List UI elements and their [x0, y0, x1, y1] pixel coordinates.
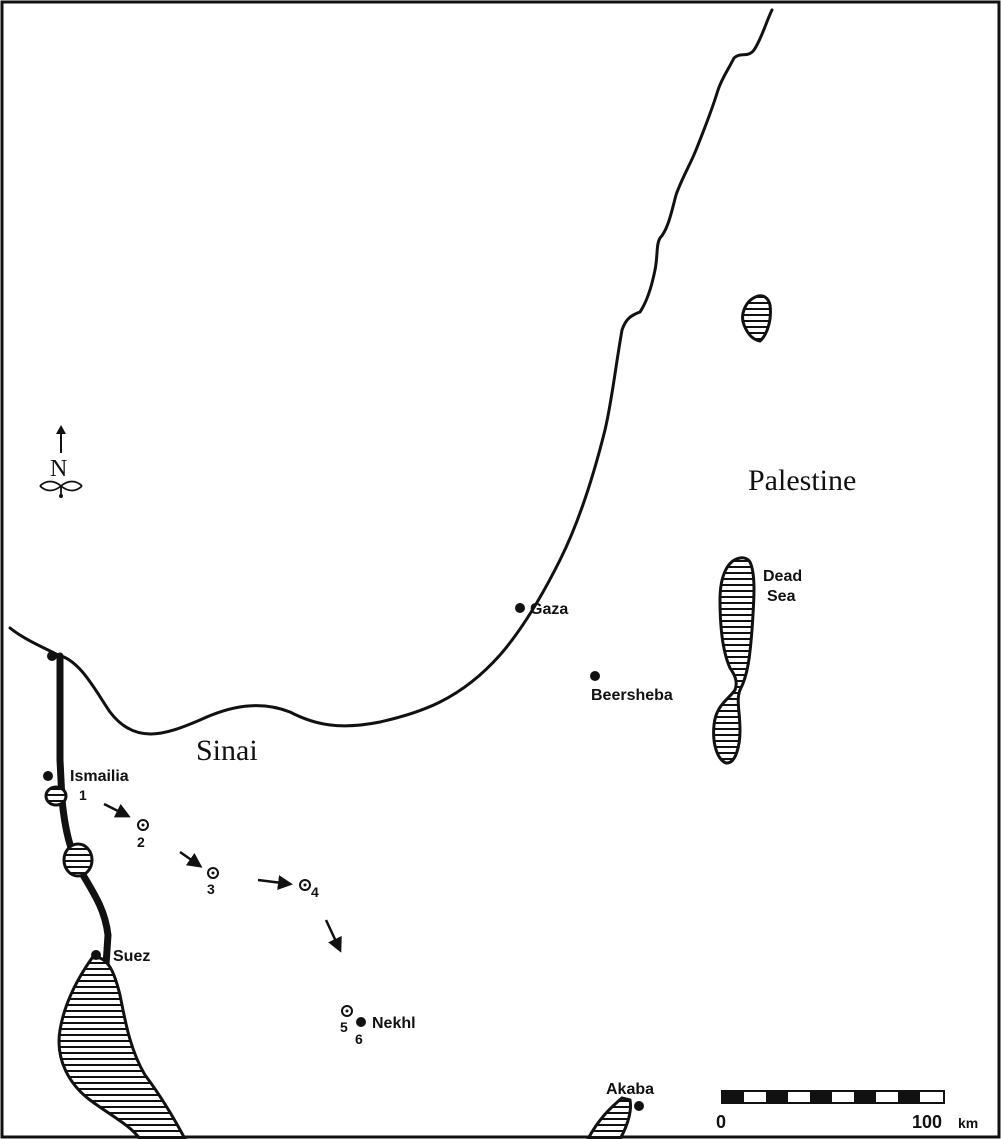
gulf-of-suez	[57, 956, 187, 1139]
route: 1 2 3 4 5 6	[79, 787, 363, 1047]
scale-bar-start-label: 0	[716, 1112, 726, 1132]
north-arrow-dot	[59, 494, 63, 498]
route-stop-label-2: 2	[137, 834, 145, 850]
city-dot	[356, 1017, 366, 1027]
scale-bar-segment	[854, 1091, 876, 1103]
route-stop-label-1: 1	[79, 787, 87, 803]
waypoint-marker	[137, 819, 149, 831]
route-stop-label-4: 4	[311, 884, 319, 900]
scale-bar-segment	[810, 1091, 832, 1103]
city-ismailia: Ismailia	[43, 768, 129, 785]
waypoint-marker	[299, 879, 311, 891]
route-waypoint-5: 5	[340, 1005, 353, 1035]
city-label-akaba: Akaba	[606, 1081, 654, 1098]
route-arrow	[257, 875, 293, 890]
port-said-dot	[47, 651, 57, 661]
scale-bar: 0 100 km	[716, 1090, 978, 1132]
route-stop-label-6: 6	[355, 1031, 363, 1047]
waypoint-marker	[341, 1005, 353, 1017]
gulf-of-akaba	[586, 1096, 632, 1139]
north-arrow: N	[39, 425, 83, 498]
city-dot	[515, 603, 525, 613]
route-waypoint-3: 3	[207, 867, 219, 897]
waypoint-center	[303, 883, 307, 887]
route-waypoint-2: 2	[137, 819, 149, 850]
scale-bar-segment	[898, 1091, 920, 1103]
dead-sea-label-line2: Sea	[767, 588, 796, 605]
waypoint-center	[345, 1009, 349, 1013]
scale-bar-end-unit: km	[958, 1115, 978, 1131]
north-arrow-letter: N	[50, 456, 67, 482]
city-nekhl: Nekhl	[356, 1015, 416, 1032]
lake-timsah	[44, 785, 68, 807]
waypoint-marker	[207, 867, 219, 879]
coastline	[8, 8, 774, 736]
scale-bar-segment	[722, 1091, 744, 1103]
route-arrow	[179, 850, 203, 868]
dead-sea	[712, 556, 756, 765]
city-dot	[590, 671, 600, 681]
city-akaba: Akaba	[606, 1081, 654, 1111]
suez-canal	[56, 652, 112, 969]
city-beersheba: Beersheba	[590, 671, 673, 704]
dead-sea-label-line1: Dead	[763, 568, 802, 585]
route-stop-label-5: 5	[340, 1019, 348, 1035]
north-arrow-head	[56, 425, 66, 434]
waypoint-center	[211, 871, 215, 875]
region-label-palestine: Palestine	[748, 464, 856, 497]
city-label-ismailia: Ismailia	[70, 768, 129, 785]
route-arrow	[103, 802, 131, 818]
city-dot	[91, 950, 101, 960]
label-dead-sea: Dead Sea	[763, 568, 802, 605]
sea-of-galilee	[741, 294, 772, 343]
city-label-suez: Suez	[113, 948, 150, 965]
city-label-beersheba: Beersheba	[591, 687, 673, 704]
city-dot	[634, 1101, 644, 1111]
city-gaza: Gaza	[515, 601, 568, 618]
city-label-gaza: Gaza	[530, 601, 568, 618]
north-arrow-flourish	[39, 480, 83, 496]
route-arrow	[324, 919, 342, 953]
city-dot	[43, 771, 53, 781]
scale-bar-segment	[766, 1091, 788, 1103]
route-waypoint-4: 4	[299, 879, 319, 900]
waypoint-center	[141, 823, 145, 827]
bitter-lakes	[62, 842, 94, 878]
region-label-sinai: Sinai	[196, 734, 258, 767]
city-suez: Suez	[91, 948, 150, 965]
scale-bar-end-value: 100	[912, 1112, 942, 1132]
route-stop-label-3: 3	[207, 881, 215, 897]
city-label-nekhl: Nekhl	[372, 1015, 416, 1032]
